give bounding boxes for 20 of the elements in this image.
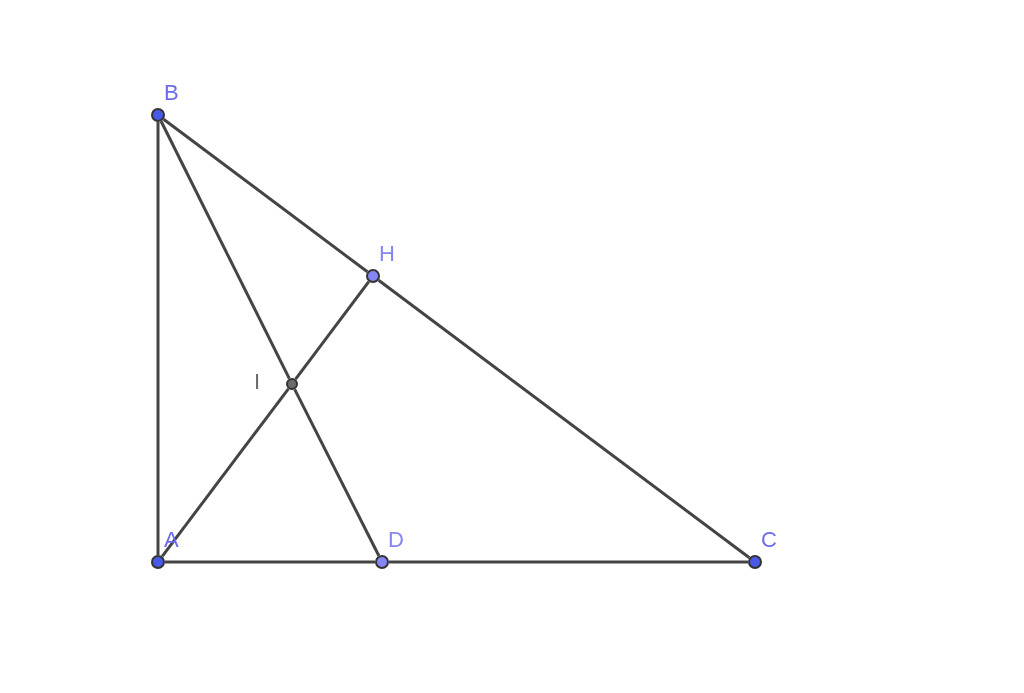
line-segment bbox=[161, 387, 290, 558]
line-segment bbox=[293, 388, 381, 557]
point bbox=[748, 555, 762, 569]
point-label: C bbox=[761, 529, 777, 551]
line-segment bbox=[159, 120, 291, 380]
point bbox=[375, 555, 389, 569]
point bbox=[286, 378, 298, 390]
point-label: B bbox=[164, 82, 179, 104]
line-segment bbox=[294, 280, 370, 381]
point-label: H bbox=[379, 243, 395, 265]
line-segment bbox=[156, 122, 160, 555]
line-segment bbox=[162, 118, 369, 273]
point-label: I bbox=[254, 371, 261, 393]
point bbox=[151, 108, 165, 122]
point bbox=[366, 269, 380, 283]
point-label: D bbox=[388, 529, 404, 551]
line-segment bbox=[377, 279, 751, 559]
point bbox=[151, 555, 165, 569]
line-segment bbox=[165, 560, 375, 564]
line-segment bbox=[389, 560, 748, 564]
